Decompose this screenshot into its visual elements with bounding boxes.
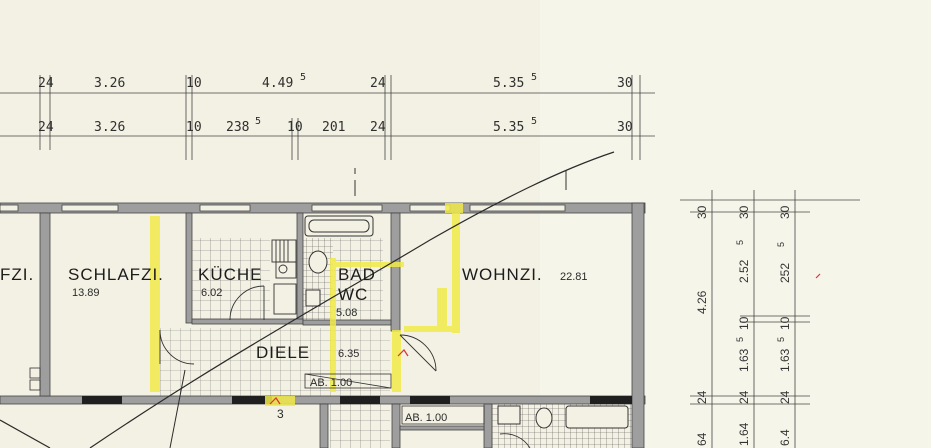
windows-top <box>0 204 566 212</box>
room-area-diele: 6.35 <box>338 348 359 360</box>
dim-right1-30: 30 <box>695 205 709 219</box>
dim-top2-326: 3.26 <box>94 120 125 135</box>
dim-right2-10: 10 <box>737 316 751 330</box>
dim-top2-24b: 24 <box>370 120 386 135</box>
dim-top2-10b: 10 <box>287 120 303 135</box>
room-label-kueche: KÜCHE <box>198 265 263 284</box>
dim-right2-30: 30 <box>737 205 751 219</box>
diagonal-pen-line <box>89 151 615 448</box>
dim-right3-163-sup: 5 <box>776 337 786 342</box>
dim-top1-24: 24 <box>38 76 54 91</box>
right-dimension-col3: 30 252 5 10 1.63 5 24 6.4 <box>776 205 792 446</box>
right-dimension-lines <box>680 190 860 448</box>
storage-label-lower: AB. 1.00 <box>405 412 447 424</box>
dim-right3-30: 30 <box>778 205 792 219</box>
dim-top2-535: 5.35 <box>493 120 524 135</box>
dim-right3-163: 1.63 <box>778 348 792 372</box>
dim-right2-164: 1.64 <box>737 422 751 446</box>
dim-top1-449-sup: 5 <box>300 72 306 83</box>
storage-label-upper: AB. 1.00 <box>310 377 352 389</box>
room-area-wohnzi: 22.81 <box>560 271 588 283</box>
storage-hatch <box>304 373 485 425</box>
dim-top1-535-sup: 5 <box>531 72 537 83</box>
wall-openings-bottom <box>82 396 632 404</box>
dim-right3-64: 6.4 <box>778 429 792 446</box>
dim-top2-238-sup: 5 <box>255 116 261 127</box>
room-area-bad: 5.08 <box>336 307 357 319</box>
dim-right3-10: 10 <box>778 316 792 330</box>
room-area-schlafzi: 13.89 <box>72 287 100 299</box>
dim-right3-24: 24 <box>778 390 792 404</box>
bath-fixtures <box>304 215 629 429</box>
right-dimension-col1: 30 4.26 24 64 <box>695 205 709 446</box>
dim-top1-24b: 24 <box>370 76 386 91</box>
diagonal-pen-line-left <box>0 419 51 448</box>
top-dimension-lines <box>0 75 655 160</box>
room-label-wc: WC <box>338 285 368 304</box>
red-annotations <box>269 273 821 405</box>
dim-top1-10: 10 <box>186 76 202 91</box>
dim-right2-163-sup: 5 <box>735 337 745 342</box>
dim-right1-24: 24 <box>695 390 709 404</box>
dim-top2-201: 201 <box>322 120 345 135</box>
room-label-wohnzi: WOHNZI. <box>462 265 543 284</box>
dim-top2-30: 30 <box>617 120 633 135</box>
dim-right2-163: 1.63 <box>737 348 751 372</box>
right-dimension-col2: 30 2.52 5 10 1.63 5 24 1.64 <box>735 205 751 446</box>
dim-top1-30: 30 <box>617 76 633 91</box>
dim-right1-426: 4.26 <box>695 290 709 314</box>
kitchen-fixtures <box>271 239 297 315</box>
room-label-diele: DIELE <box>256 343 310 362</box>
dim-top1-326: 3.26 <box>94 76 125 91</box>
diagonal-pen-line-mid <box>169 369 186 448</box>
dim-top1-449: 4.49 <box>262 76 293 91</box>
room-label-schlafzi: SCHLAFZI. <box>68 265 164 284</box>
doors <box>159 285 531 448</box>
dim-right2-252: 2.52 <box>737 259 751 283</box>
dim-right3-252-sup: 5 <box>776 242 786 247</box>
room-label-bad: BAD <box>338 265 376 284</box>
yellow-highlights <box>150 203 463 406</box>
dim-top2-10: 10 <box>186 120 202 135</box>
dim-top1-535: 5.35 <box>493 76 524 91</box>
room-label-left: FZI. <box>0 265 34 284</box>
dim-right2-24: 24 <box>737 390 751 404</box>
dim-top2-24: 24 <box>38 120 54 135</box>
dim-top2-535-sup: 5 <box>531 116 537 127</box>
axis-marks <box>354 168 567 196</box>
dim-right2-252-sup: 5 <box>735 240 745 245</box>
room-area-kueche: 6.02 <box>201 287 222 299</box>
dim-right3-252: 252 <box>778 263 792 283</box>
dim-right1-64: 64 <box>695 432 709 446</box>
dim-top2-238: 238 <box>226 120 249 135</box>
wall-markers <box>29 367 41 391</box>
stair-number: 3 <box>277 407 284 421</box>
paper-sheet-right <box>540 0 931 448</box>
